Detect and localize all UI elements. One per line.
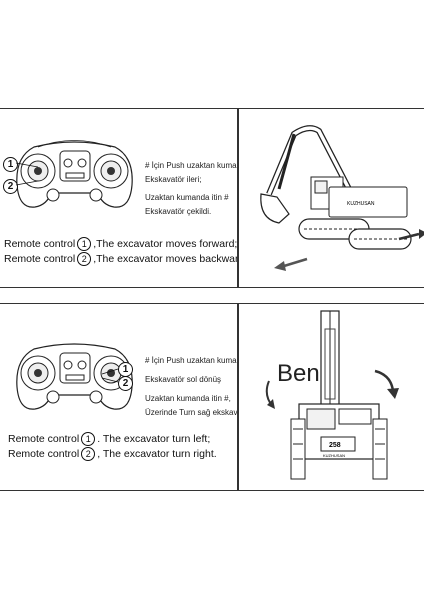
note-line-7: Uzaktan kumanda itin #,	[145, 394, 231, 403]
machine-label-1: KUZHUSAN	[347, 201, 375, 207]
excavator-forward-illustration-panel: KUZHUSAN	[238, 108, 424, 288]
note-line-3: Uzaktan kumanda itin #	[145, 193, 229, 202]
excavator-turn-illustration-panel: 258 KUZHUSAN Ben	[238, 303, 424, 491]
callout-leader-lines	[15, 162, 39, 186]
machine-label-2: KUZHUSAN	[323, 453, 345, 458]
excavator-side-illustration: KUZHUSAN	[260, 125, 424, 271]
note-line-8: Üzerinde Turn sağ ekskavatör	[145, 408, 238, 417]
note-line-1: # İçin Push uzaktan kumanda	[145, 161, 237, 170]
callout-2-turn: 2	[118, 376, 133, 391]
callout-leader-lines-2	[101, 368, 119, 383]
turn-instructions-panel: 1 2 # İçin Push uzaktan kumanda Ekskavat…	[0, 303, 238, 491]
callout-1: 1	[3, 157, 18, 172]
note-line-6: Ekskavatör sol dönüş	[145, 375, 222, 384]
callout-1-turn: 1	[118, 362, 133, 377]
overlay-text: Ben	[277, 360, 320, 387]
machine-number-text: 258	[329, 442, 341, 449]
remote-controller-illustration	[16, 140, 133, 208]
excavator-top-illustration: 258 KUZHUSAN	[265, 310, 399, 480]
note-line-5: # İçin Push uzaktan kumanda	[145, 356, 237, 365]
forward-backward-instructions-panel: 1 2 # İçin Push uzaktan kumanda Ekskavat…	[0, 108, 238, 288]
note-line-2: Ekskavatör ileri;	[145, 175, 202, 184]
callout-2: 2	[3, 179, 18, 194]
note-line-4: Ekskavatör çekildi.	[145, 207, 212, 216]
